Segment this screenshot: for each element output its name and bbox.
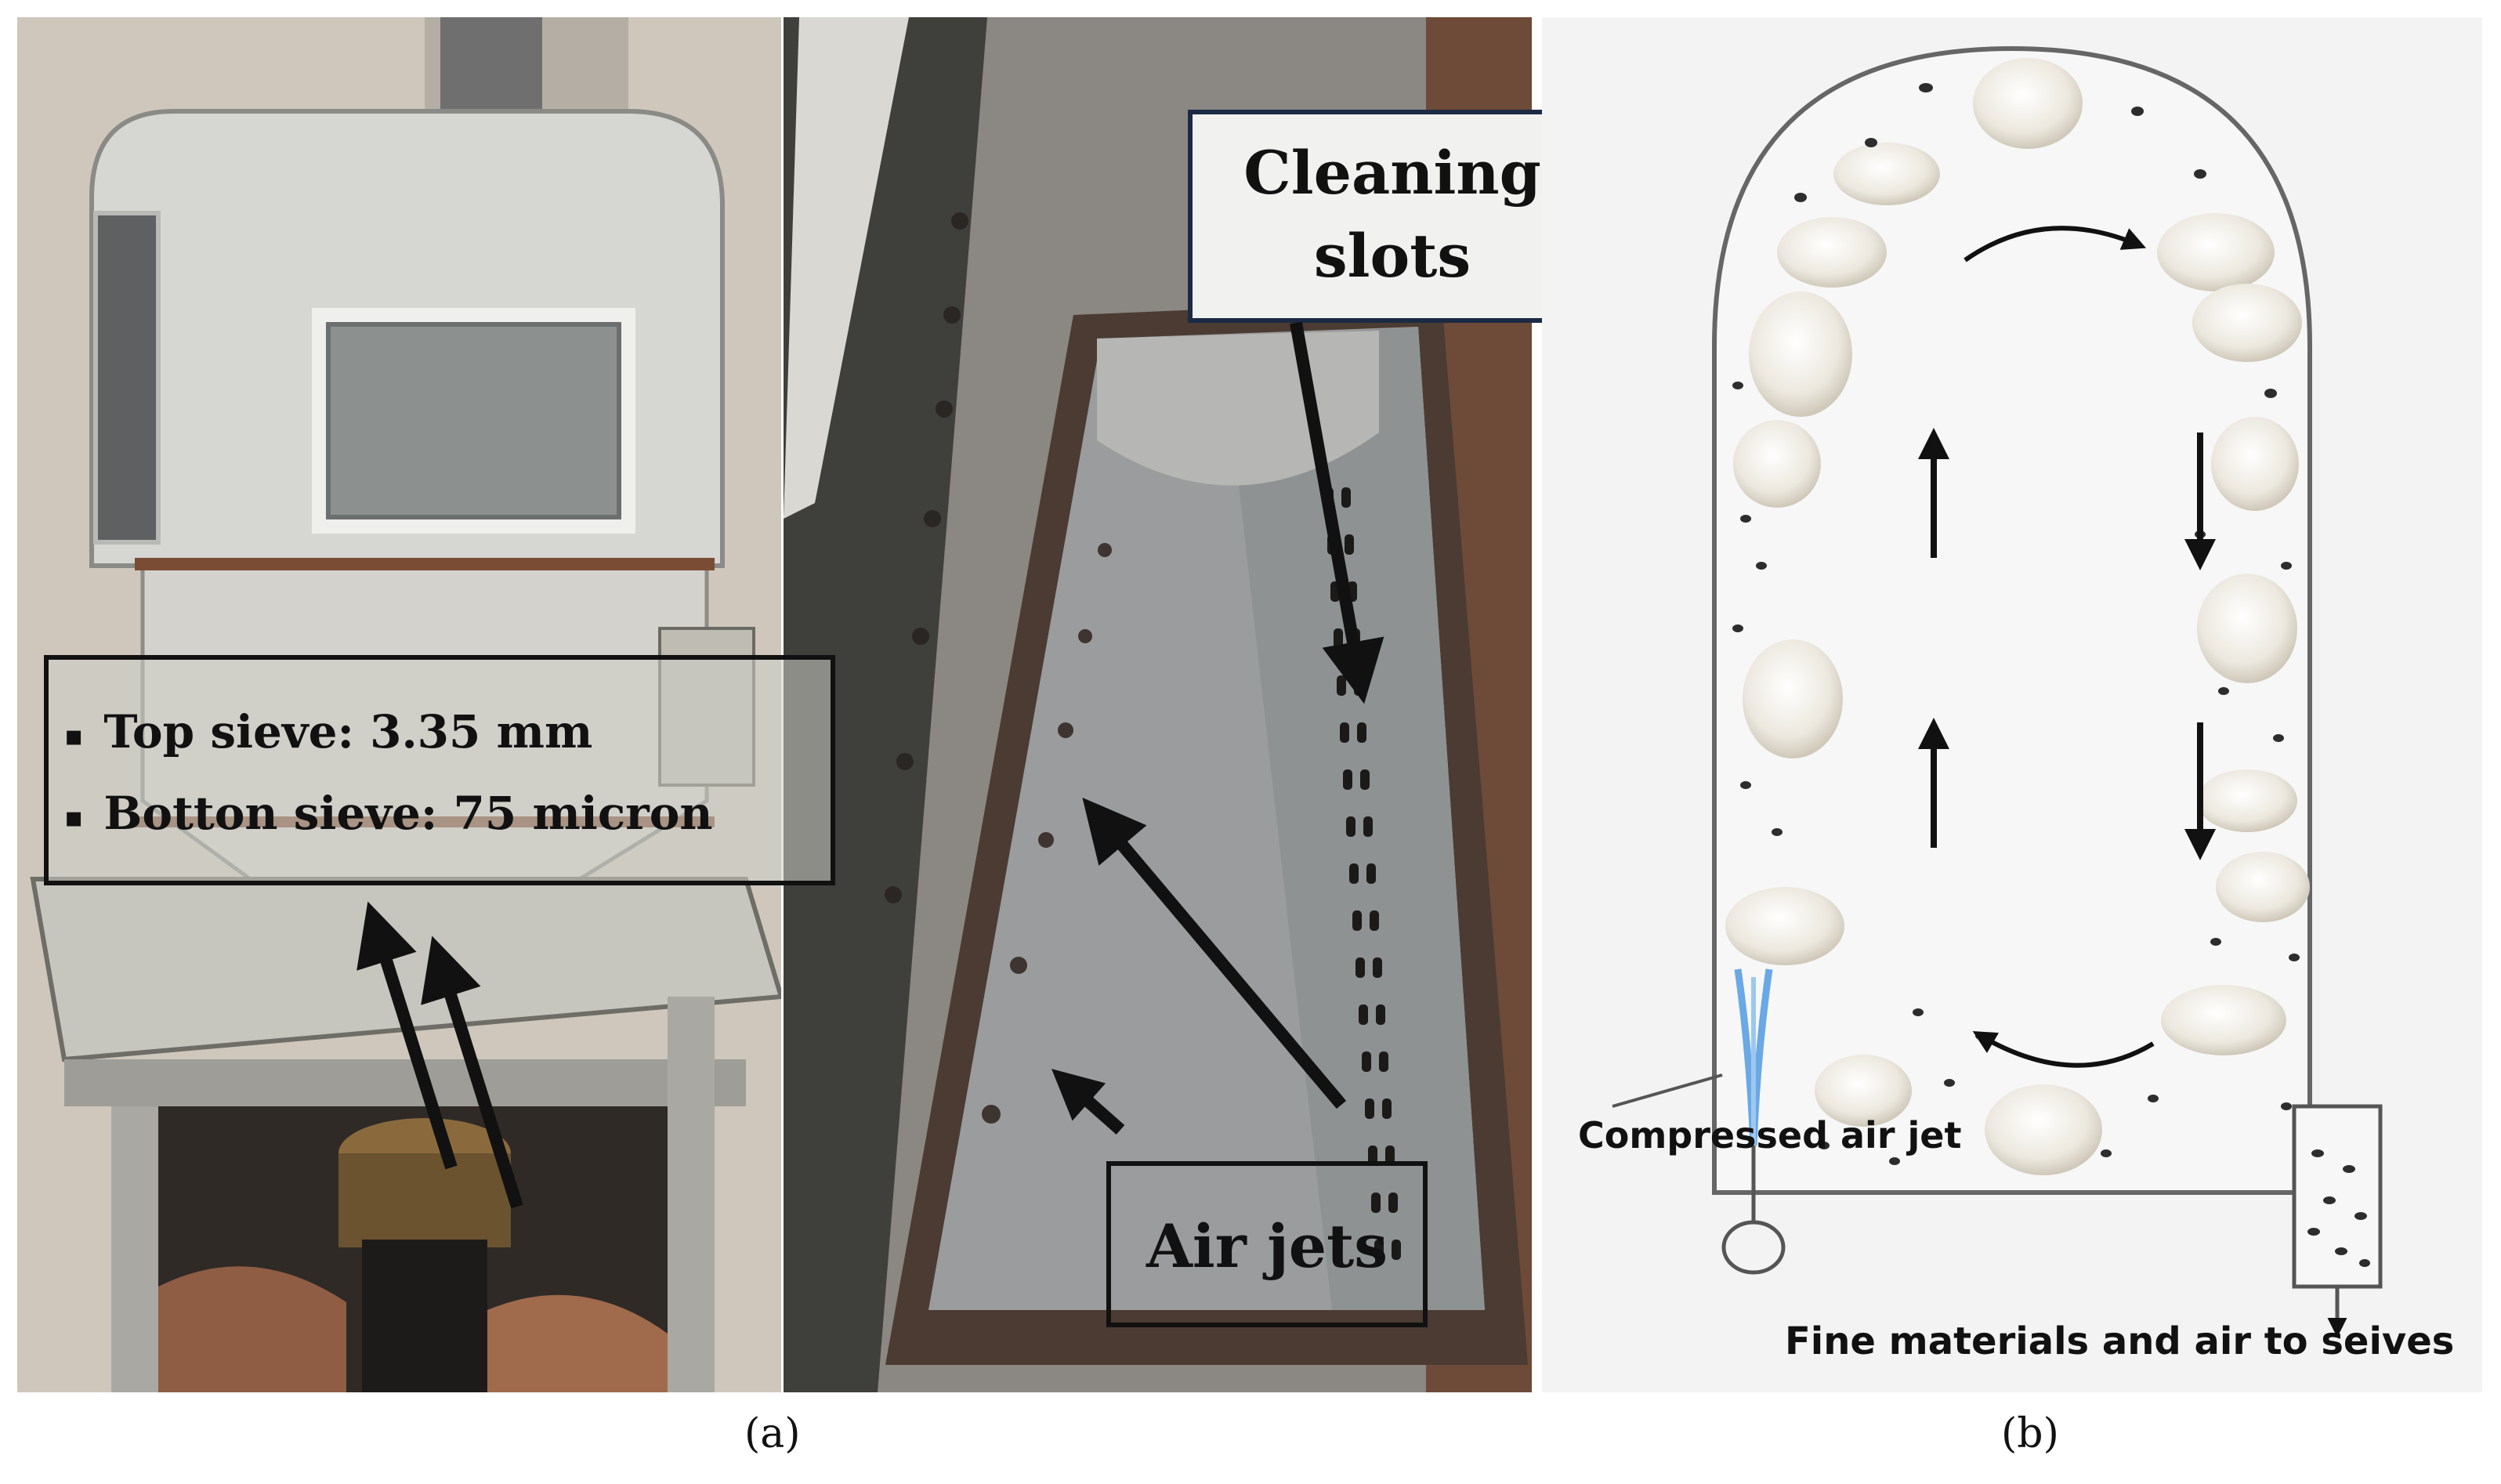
sieve-item-bottom: ▪ Botton sieve: 75 micron (64, 787, 713, 840)
cleaning-slots-arrow (1290, 321, 1384, 704)
cleaning-slots-label-line1: Cleaning (1243, 138, 1541, 208)
caption-b: (b) (2001, 1410, 2059, 1457)
bottom-sieve-text: Botton sieve: 75 micron (103, 787, 713, 840)
compressed-air-label: Compressed air jet (1578, 1114, 1962, 1156)
cleaner-flow-diagram: Compressed air jet Fine materials and ai… (1542, 17, 2482, 1392)
air-jet-arrow-short (1051, 1069, 1125, 1135)
bullet-icon: ▪ (64, 801, 84, 834)
trough-photo-art (784, 17, 1532, 1392)
cleaning-slots-box: Cleaning slots (1188, 110, 1597, 323)
hopper-arrow-2 (421, 936, 523, 1209)
sieve-info-box: ▪ Top sieve: 3.35 mm ▪ Botton sieve: 75 mi… (44, 655, 835, 885)
cleaner-flow-diagram-art (1612, 45, 2383, 1337)
bullet-icon: ▪ (64, 719, 84, 752)
sieve-outlet (2292, 1104, 2383, 1337)
top-circulation-arrow (1964, 226, 2147, 262)
top-sieve-text: Top sieve: 3.35 mm (103, 705, 593, 758)
chamber-outline (1712, 45, 2312, 1195)
caption-a: (a) (744, 1410, 801, 1457)
air-jets-box: Air jets (1106, 1161, 1428, 1327)
cotton-tufts (1725, 58, 2310, 1175)
sieve-item-top: ▪ Top sieve: 3.35 mm (64, 705, 592, 758)
fine-materials-label: Fine materials and air to seives (1785, 1319, 2455, 1363)
cleaning-slots-label-line2: slots (1313, 221, 1471, 291)
air-jet-nozzle (1612, 968, 1786, 1275)
hopper-arrow-1 (357, 901, 458, 1170)
air-jets-label: Air jets (1146, 1211, 1388, 1281)
bottom-circulation-arrow (1972, 1030, 2155, 1068)
air-jet-arrow-long (1082, 797, 1347, 1109)
